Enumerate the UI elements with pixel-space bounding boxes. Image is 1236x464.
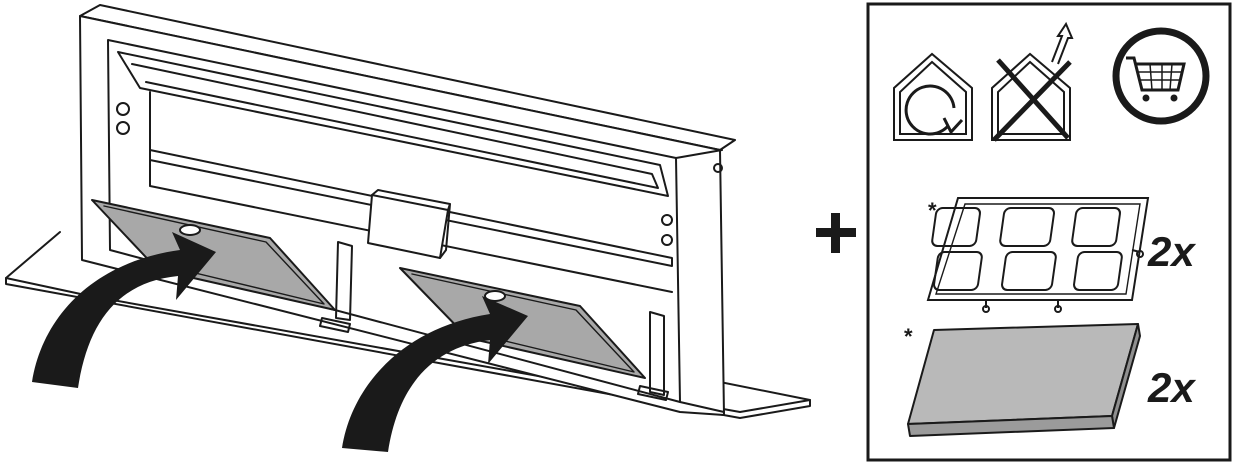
charcoal-filter-block [907, 323, 1141, 437]
no-ducting-icon [991, 21, 1074, 142]
worktop-plate-edge [5, 277, 811, 419]
purchase-cart-icon [1112, 27, 1210, 125]
right-screw-top [661, 214, 673, 226]
pillar-screw [713, 163, 723, 173]
accessory-panel: * 2x * 2x [866, 2, 1232, 462]
left-filter-handle [179, 224, 201, 236]
charcoal-block-quantity: 2x [1147, 364, 1196, 411]
left-hinge-bracket [335, 241, 353, 321]
insertion-arrows [32, 232, 528, 452]
right-grease-filter [399, 267, 646, 379]
right-filter-handle [484, 290, 506, 302]
left-screw-top [116, 102, 130, 116]
upper-louver-slot [131, 63, 659, 189]
plus-sign [816, 213, 856, 253]
right-screw-bottom [661, 234, 673, 246]
charcoal-block-marker: * [904, 324, 913, 349]
left-screw-bottom [116, 121, 130, 135]
upper-louver [117, 51, 669, 197]
filter-frame-marker: * [928, 198, 937, 223]
right-insertion-arrow [342, 296, 528, 452]
right-hinge-bracket [649, 311, 665, 396]
grease-filter-frame [926, 197, 1150, 313]
recirculation-mode-icon [893, 52, 973, 141]
hood-right-pillar [675, 149, 725, 413]
filter-frame-quantity: 2x [1147, 228, 1196, 275]
left-insertion-arrow [32, 232, 216, 388]
